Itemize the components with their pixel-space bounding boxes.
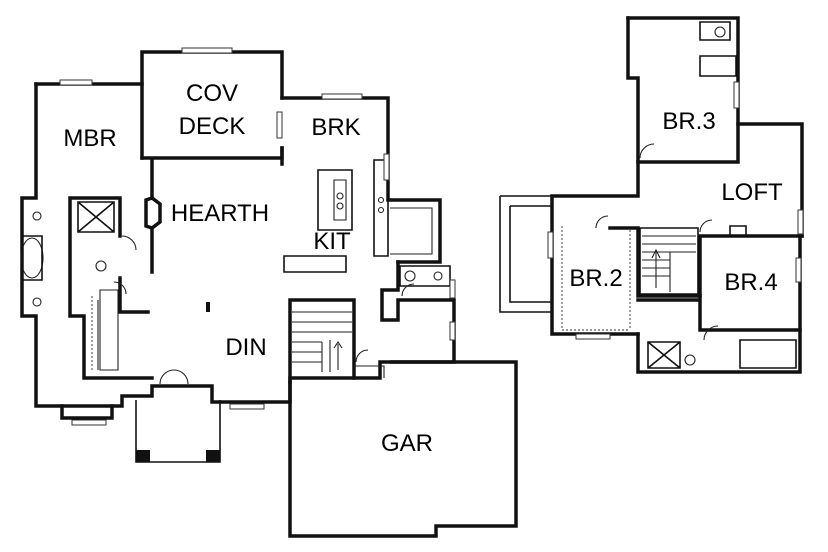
cooktop-burner-1	[377, 196, 385, 204]
upper-stair-treads	[642, 235, 696, 292]
upper-toilet	[714, 26, 726, 38]
window	[733, 81, 740, 109]
main-floor	[20, 47, 518, 538]
shower	[77, 201, 115, 233]
window	[575, 333, 611, 340]
laundry-wall	[380, 260, 456, 364]
window	[71, 419, 107, 426]
window	[383, 153, 390, 181]
window	[321, 93, 363, 100]
room-label-br4: BR.4	[724, 269, 777, 296]
ceiling-line	[561, 226, 631, 331]
window	[449, 321, 456, 341]
vaulted-roof	[499, 195, 552, 313]
island-burner-2	[336, 202, 344, 210]
closet-box	[729, 225, 747, 237]
master-sink-2	[32, 297, 42, 307]
room-label-br2: BR.2	[569, 265, 622, 292]
upper-stair	[639, 227, 699, 295]
main-floor-exterior-wall	[20, 82, 292, 408]
upper-shower	[647, 341, 681, 369]
toilet	[404, 270, 416, 282]
front-porch	[135, 400, 221, 463]
porch-column-right	[206, 450, 220, 462]
master-bath-wall	[68, 196, 154, 380]
porch-column-left	[136, 450, 150, 462]
room-label-din: DIN	[225, 334, 266, 361]
kitchen-counter-east	[373, 159, 389, 257]
island-sink	[333, 179, 347, 221]
kitchen-island	[317, 169, 353, 231]
garage-step	[354, 365, 385, 378]
room-label-br3: BR.3	[662, 108, 715, 135]
island-burner-1	[336, 192, 344, 200]
main-stair	[288, 298, 356, 384]
window	[276, 111, 283, 139]
room-label-gar: GAR	[381, 430, 433, 457]
master-sink-1	[32, 211, 42, 221]
column-marker	[206, 302, 210, 312]
loft-partition	[608, 226, 804, 298]
window	[795, 257, 802, 283]
upper-floor	[499, 16, 804, 374]
cooktop-burner-2	[377, 206, 385, 214]
brk-wall	[280, 96, 442, 264]
window	[449, 279, 456, 299]
br4-partition	[636, 294, 802, 332]
window	[229, 403, 265, 410]
room-label-brk: BRK	[311, 114, 360, 141]
room-label-kit: KIT	[313, 228, 351, 255]
sink	[433, 271, 443, 281]
hearth-north-wall	[140, 146, 284, 160]
upper-bath-fixtures	[699, 21, 737, 77]
mbr-bay	[60, 404, 114, 420]
garage-walls	[288, 360, 518, 538]
room-label-cov: COV	[186, 80, 238, 107]
room-label-loft: LOFT	[721, 179, 783, 206]
fireplace	[144, 196, 162, 230]
br3-partition	[636, 122, 740, 164]
window	[59, 79, 93, 86]
door-swing-upper	[595, 143, 719, 341]
window	[547, 231, 554, 259]
window	[181, 47, 233, 54]
master-toilet	[95, 260, 107, 272]
closet-shelves	[97, 289, 119, 371]
tub	[20, 237, 44, 279]
tub-surround	[21, 235, 43, 281]
upper-tub	[739, 339, 797, 369]
room-label-deck: DECK	[179, 113, 246, 140]
kitchen-counter-south	[283, 255, 347, 273]
room-label-hearth: HEARTH	[171, 200, 269, 227]
door-swing	[113, 235, 415, 385]
bath-upper	[550, 16, 640, 336]
room-label-mbr: MBR	[63, 125, 116, 152]
upper-toilet-2	[684, 354, 696, 366]
pantry-shelves	[390, 207, 433, 255]
window	[797, 209, 804, 235]
